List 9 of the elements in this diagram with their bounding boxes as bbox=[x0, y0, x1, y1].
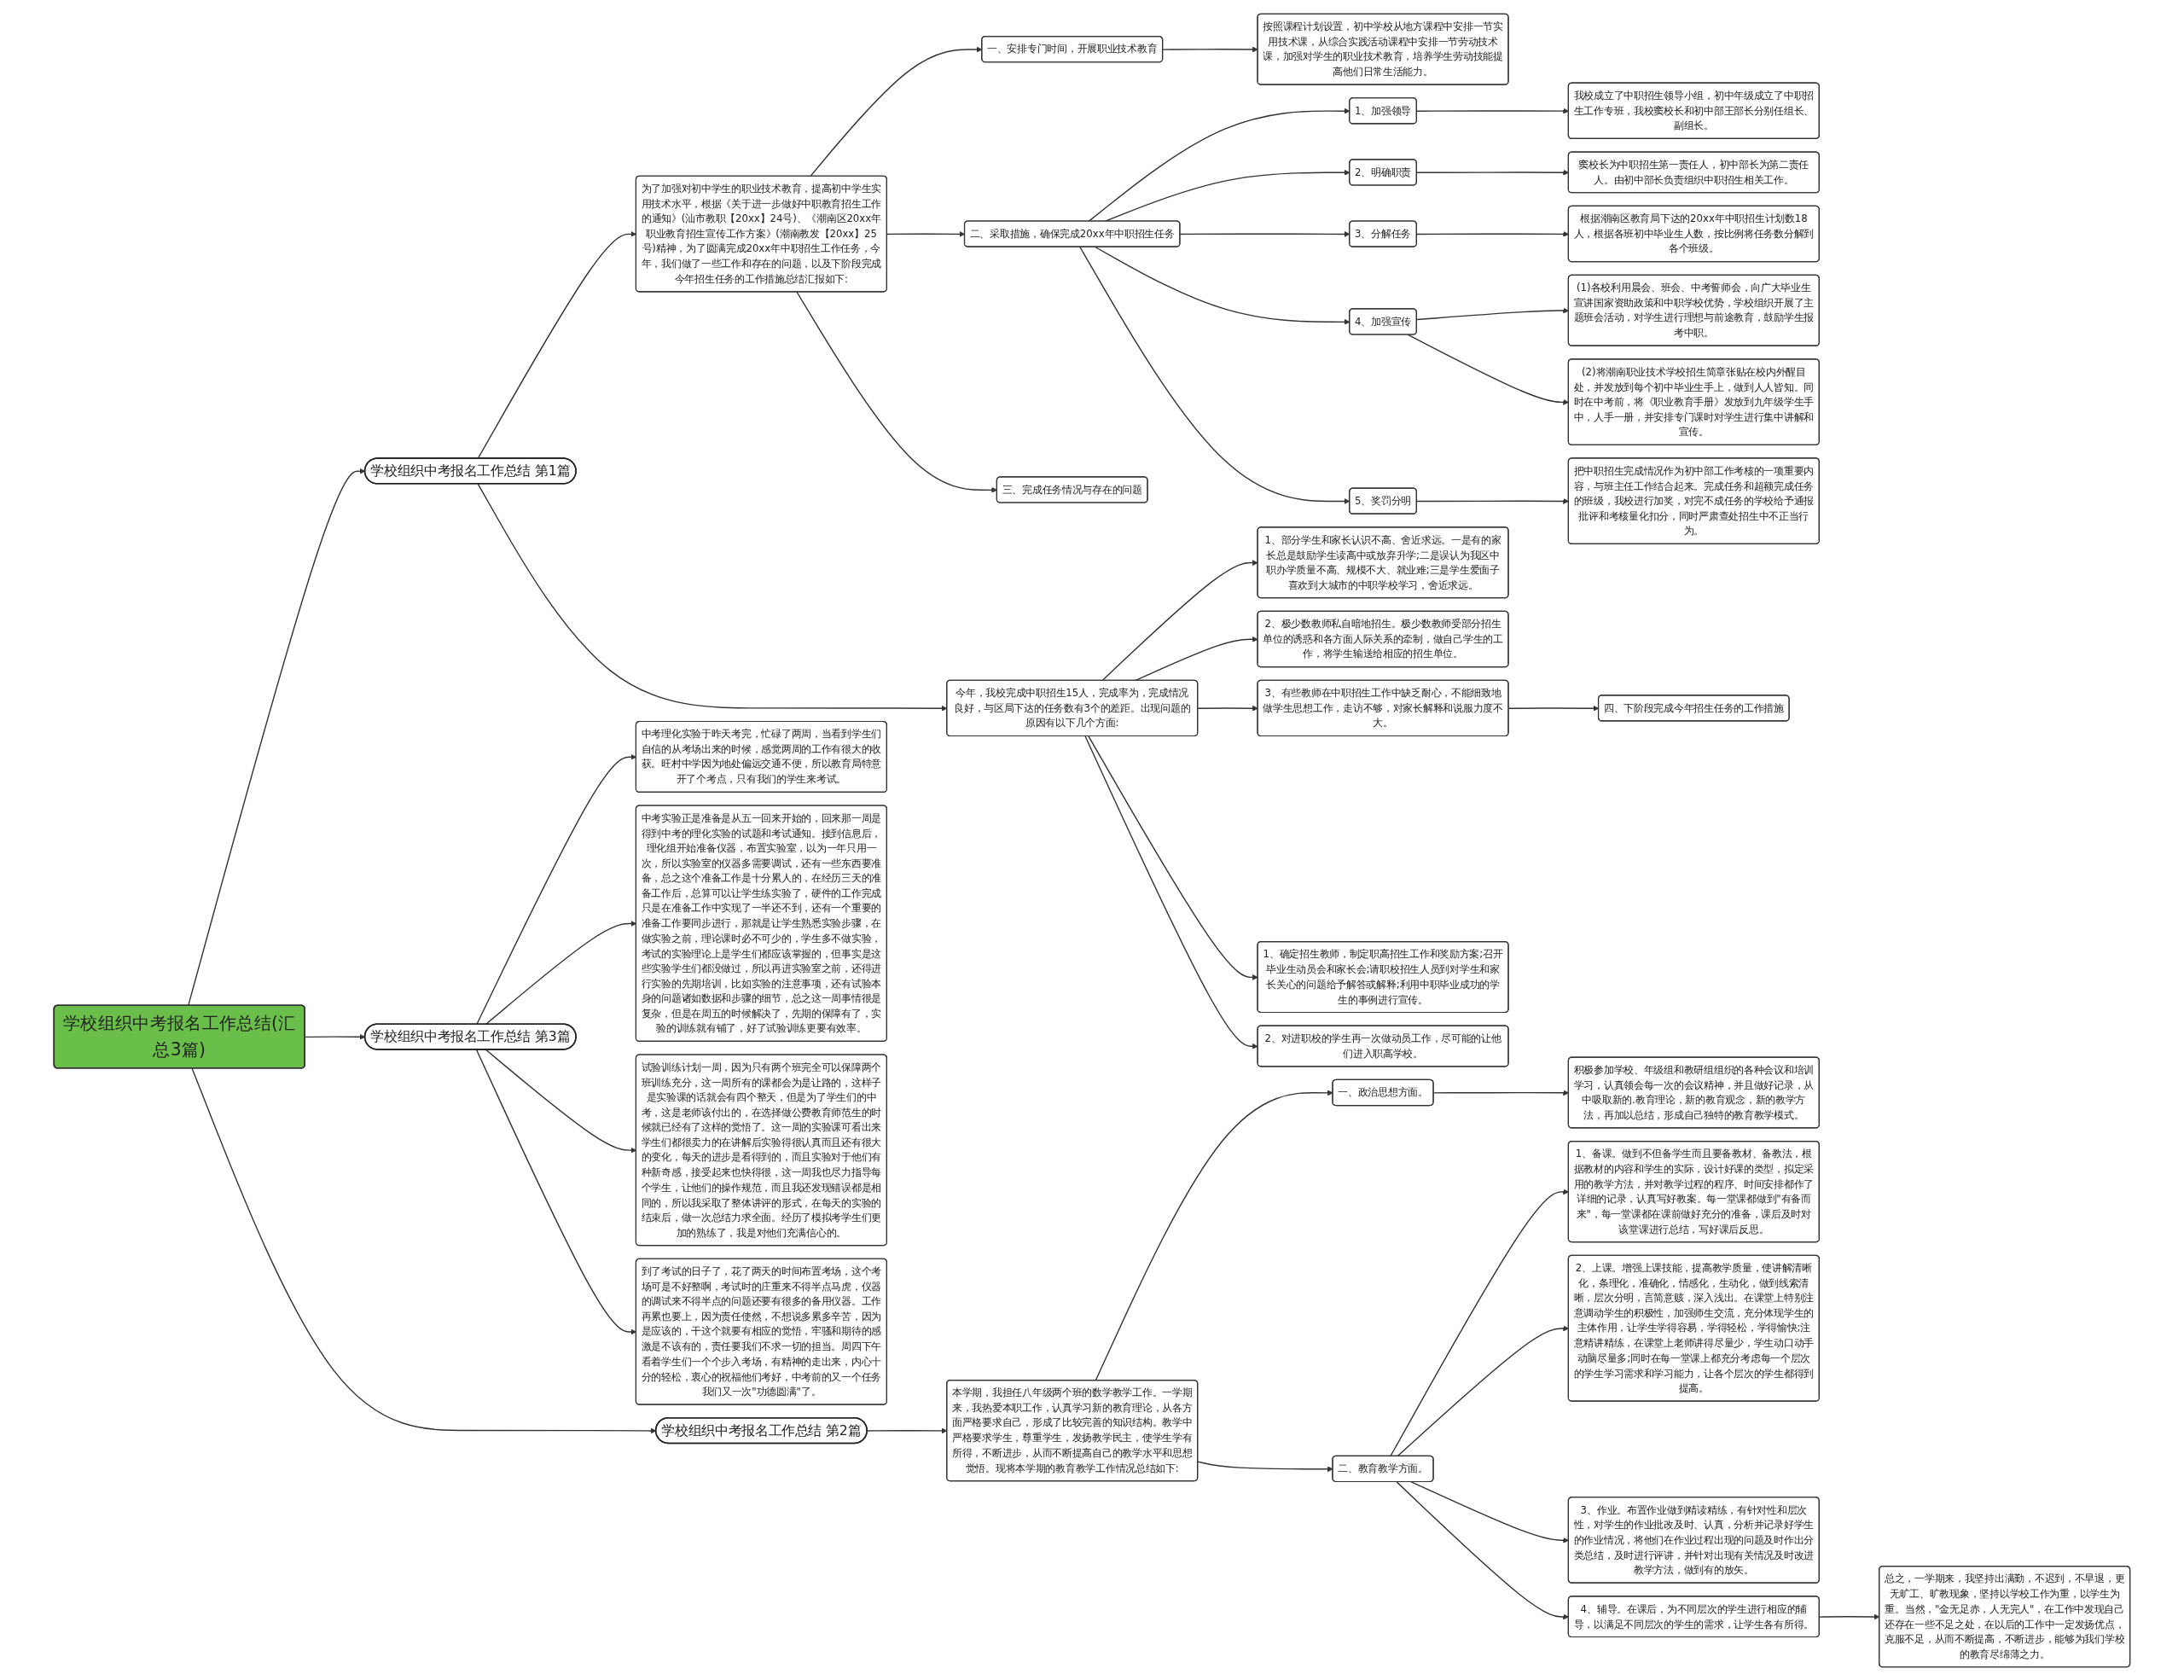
arrow bbox=[1197, 1460, 1333, 1472]
arrow bbox=[1088, 735, 1258, 980]
arrow bbox=[191, 1067, 657, 1433]
arrow bbox=[1197, 705, 1258, 712]
arrow bbox=[1095, 1089, 1333, 1381]
arrow bbox=[1084, 735, 1258, 1049]
arrow bbox=[1162, 46, 1258, 52]
arrow bbox=[1101, 559, 1258, 681]
arrow bbox=[188, 468, 366, 1006]
